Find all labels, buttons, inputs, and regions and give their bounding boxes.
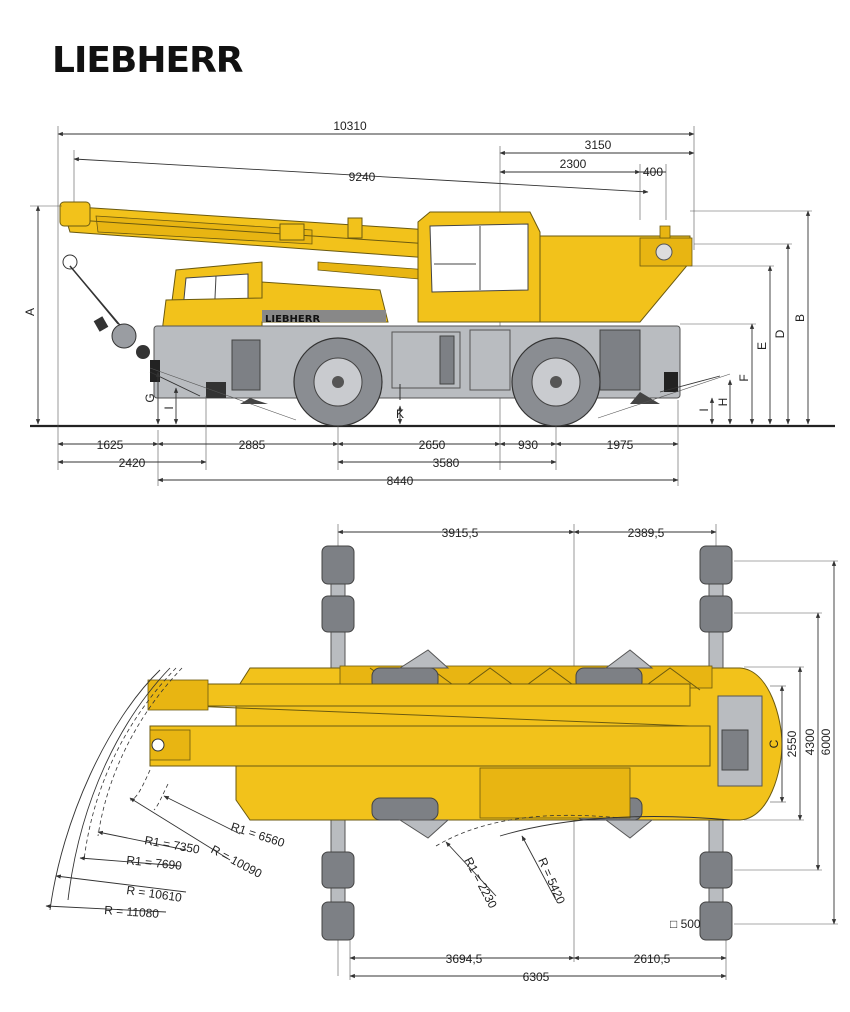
label-K: K bbox=[396, 407, 404, 421]
dim-6000: 6000 bbox=[819, 728, 833, 755]
dim-2420: 2420 bbox=[119, 456, 146, 470]
dim-1625: 1625 bbox=[97, 438, 124, 452]
label-I-right: I bbox=[697, 408, 711, 411]
dim-2550: 2550 bbox=[785, 730, 799, 757]
boom-top-view bbox=[147, 679, 711, 767]
dim-2610-5: 2610,5 bbox=[634, 952, 671, 966]
liebherr-logo: LIEBHERR bbox=[52, 40, 244, 81]
side-view: 10310 9240 3150 2300 400 bbox=[23, 119, 835, 488]
dim-3580: 3580 bbox=[433, 456, 460, 470]
radius-r1-2230: R1 = 2230 bbox=[461, 855, 500, 911]
swing-radii bbox=[45, 667, 731, 913]
label-H: H bbox=[716, 398, 730, 407]
pad-size-label: □ 500 bbox=[670, 917, 701, 931]
logo-text: LIEBHERR bbox=[52, 40, 243, 81]
dim-3694-5: 3694,5 bbox=[446, 952, 483, 966]
rear-wheel bbox=[511, 337, 601, 427]
dim-930: 930 bbox=[518, 438, 538, 452]
boom bbox=[59, 201, 431, 270]
superstructure-top bbox=[479, 767, 631, 819]
hook-block bbox=[111, 323, 137, 349]
superstructure bbox=[417, 211, 693, 323]
dim-1975: 1975 bbox=[607, 438, 634, 452]
dim-9240: 9240 bbox=[349, 170, 376, 184]
label-I-left: I bbox=[162, 406, 176, 409]
top-view: R1 = 6560 R = 10090 R1 = 7350 R1 = 7690 … bbox=[45, 524, 838, 984]
radius-r-10610: R = 10610 bbox=[126, 883, 183, 905]
label-G: G bbox=[143, 393, 157, 402]
dim-2389-5: 2389,5 bbox=[628, 526, 665, 540]
label-D: D bbox=[773, 329, 787, 338]
radius-r-11080: R = 11080 bbox=[104, 903, 160, 921]
dim-2885: 2885 bbox=[239, 438, 266, 452]
dim-2300: 2300 bbox=[560, 157, 587, 171]
dim-4300: 4300 bbox=[803, 728, 817, 755]
dim-2650: 2650 bbox=[419, 438, 446, 452]
label-C: C bbox=[767, 739, 781, 748]
radius-r1-7690: R1 = 7690 bbox=[126, 853, 183, 873]
radius-r-10090: R = 10090 bbox=[209, 842, 265, 881]
dim-400: 400 bbox=[643, 165, 663, 179]
dim-10310: 10310 bbox=[333, 119, 367, 133]
label-E: E bbox=[755, 342, 769, 350]
dim-line-9240 bbox=[73, 157, 649, 194]
dim-8440: 8440 bbox=[387, 474, 414, 488]
front-wheel bbox=[293, 337, 383, 427]
carrier-logo: LIEBHERR bbox=[265, 314, 320, 325]
radius-r1-6560: R1 = 6560 bbox=[229, 820, 287, 851]
dim-3150: 3150 bbox=[585, 138, 612, 152]
radius-r-5420: R = 5420 bbox=[535, 856, 568, 907]
label-A: A bbox=[23, 308, 37, 316]
dim-6305: 6305 bbox=[523, 970, 550, 984]
outrigger-pads bbox=[321, 545, 733, 941]
dim-3915-5: 3915,5 bbox=[442, 526, 479, 540]
hook-icon bbox=[136, 345, 150, 359]
label-B: B bbox=[793, 314, 807, 322]
label-F: F bbox=[737, 374, 751, 381]
